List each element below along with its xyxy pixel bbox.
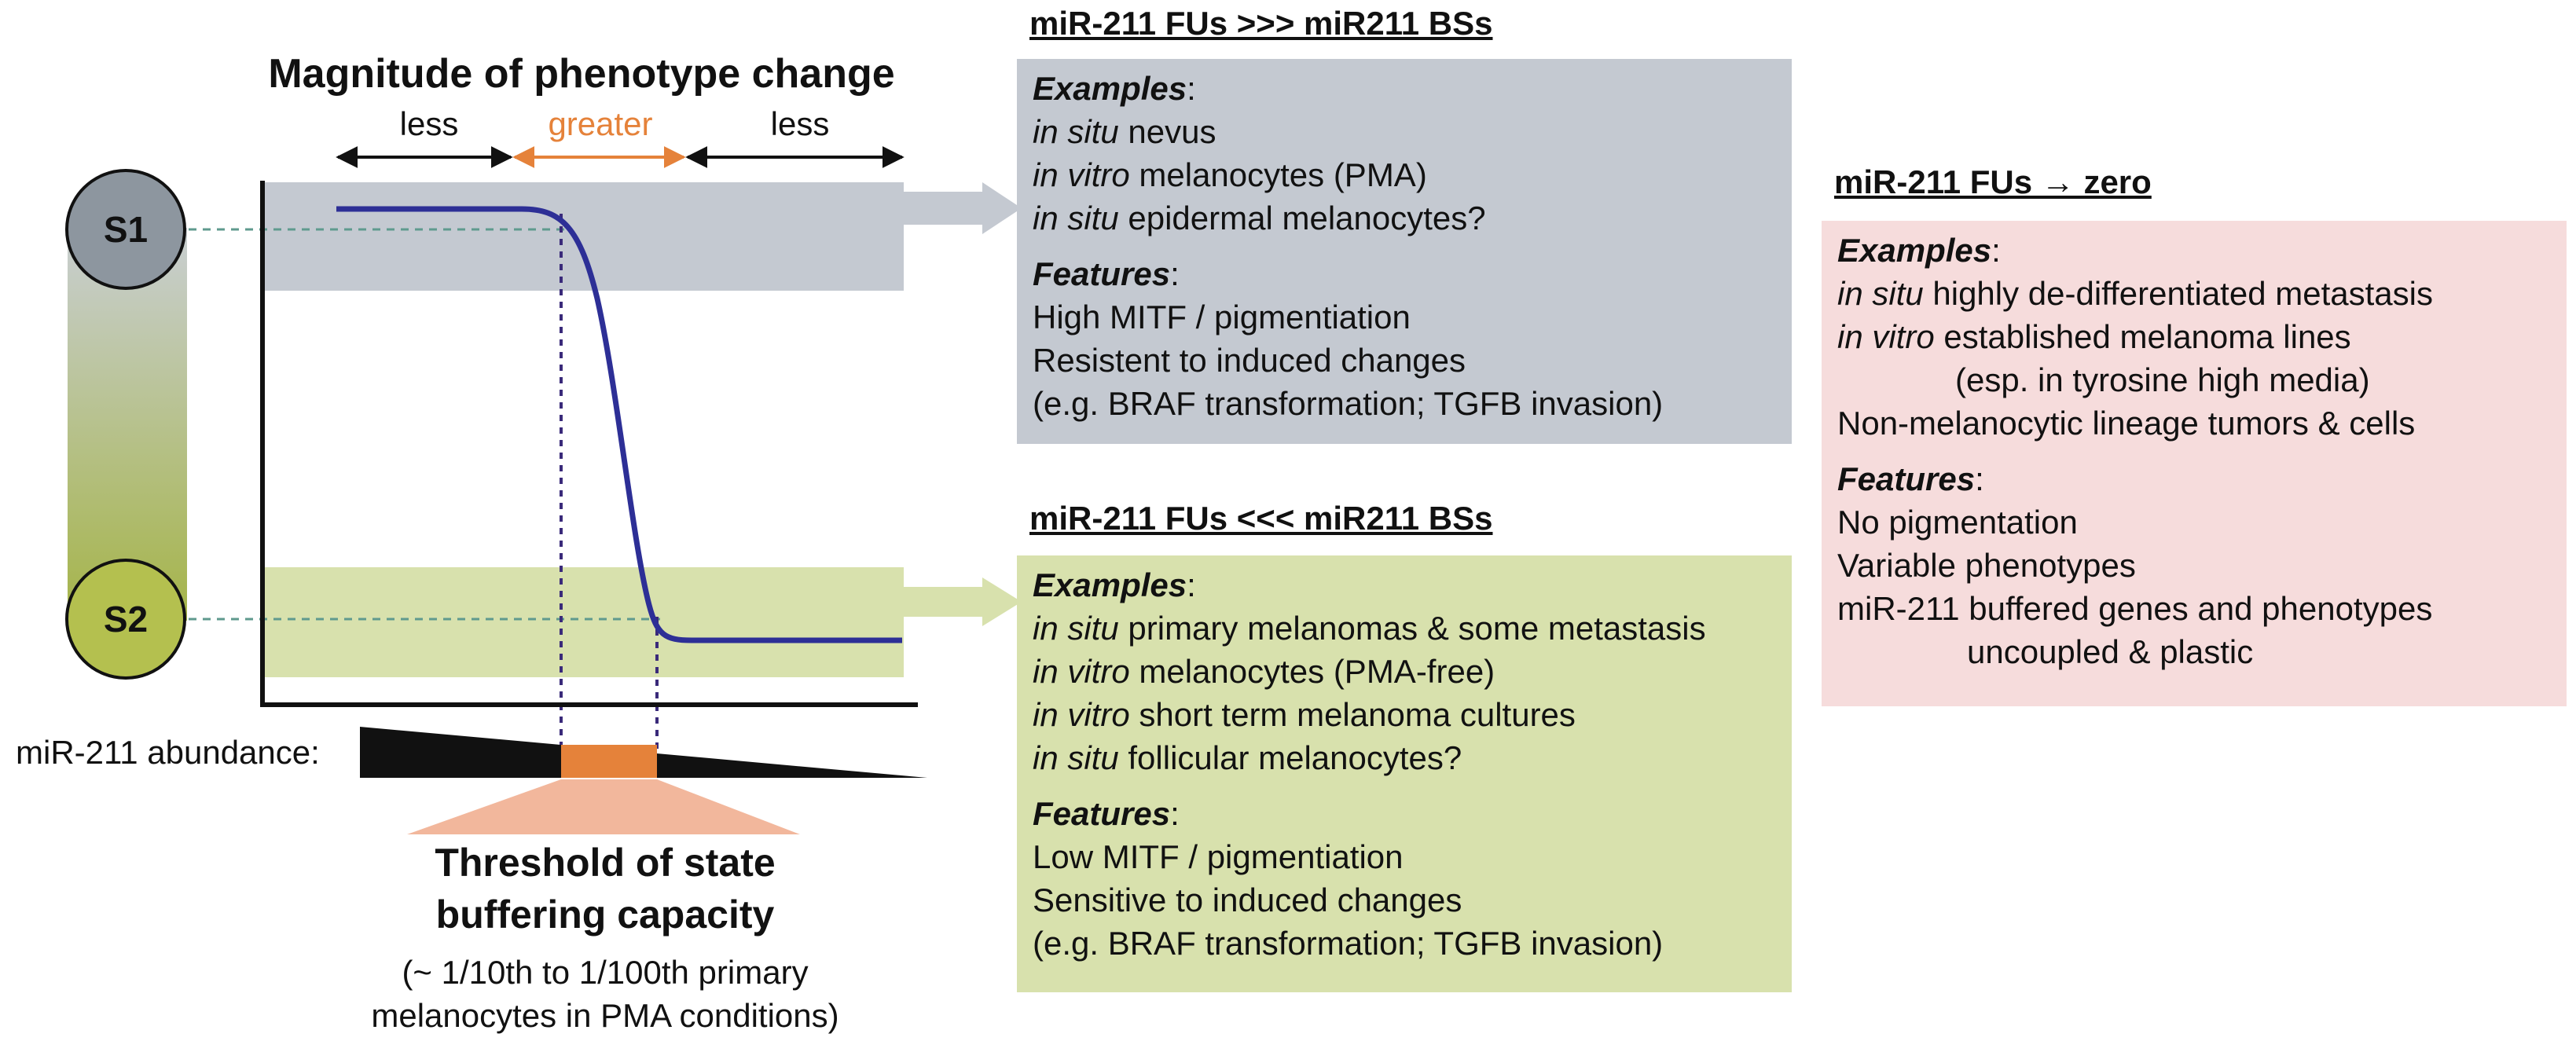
zero-box-header: miR-211 FUs → zero [1834, 163, 2152, 200]
high-box-header: miR-211 FUs >>> miR211 BSs [1029, 5, 1493, 42]
zero-feature-1: No pigmentation [1837, 504, 2078, 541]
example-item: in vitro melanocytes (PMA) [1033, 156, 1427, 193]
example-item: in vitro melanocytes (PMA-free) [1033, 653, 1495, 690]
threshold-segment [561, 745, 657, 778]
s1-label: S1 [104, 209, 148, 250]
s1-band [262, 182, 904, 291]
s2-label: S2 [104, 599, 148, 640]
zero-example-3: Non-melanocytic lineage tumors & cells [1837, 405, 2416, 442]
threshold-note-line-1: (~ 1/10th to 1/100th primary [402, 954, 809, 991]
example-item: in situ follicular melanocytes? [1033, 739, 1462, 776]
zero-feature-3-cont: uncoupled & plastic [1967, 633, 2254, 670]
feature-item: (e.g. BRAF transformation; TGFB invasion… [1033, 925, 1664, 962]
feature-item: High MITF / pigmentiation [1033, 299, 1411, 335]
span-label-middle: greater [548, 105, 653, 142]
zero-example-2-cont: (esp. in tyrosine high media) [1955, 361, 2370, 398]
zero-examples-label: Examples [1837, 232, 1992, 269]
feature-item: Low MITF / pigmentiation [1033, 838, 1404, 875]
response-curve [336, 206, 902, 643]
zero-example-2: in vitro established melanoma lines [1837, 318, 2351, 355]
zero-feature-2: Variable phenotypes [1837, 547, 2136, 584]
span-label-right: less [770, 105, 830, 142]
zero-features-label: Features [1837, 460, 1976, 497]
magnitude-title: Magnitude of phenotype change [268, 51, 895, 97]
threshold-title-line-2: buffering capacity [435, 893, 775, 937]
low-examples-list: in situ primary melanomas & some metasta… [1033, 607, 1776, 779]
s1-circle [65, 169, 186, 290]
feature-item: Resistent to induced changes [1033, 342, 1466, 379]
threshold-title-line-1: Threshold of state [435, 841, 776, 885]
threshold-fan [407, 779, 800, 834]
high-features-label: Features [1033, 255, 1171, 292]
feature-item: (e.g. BRAF transformation; TGFB invasion… [1033, 385, 1664, 422]
example-item: in situ epidermal melanocytes? [1033, 200, 1486, 236]
span-label-left: less [399, 105, 459, 142]
example-item: in situ nevus [1033, 113, 1216, 150]
zero-example-1: in situ highly de-differentiated metasta… [1837, 275, 2433, 312]
s2-band [262, 567, 904, 677]
arrow-to-high-box [904, 182, 1022, 234]
arrow-to-low-box [904, 577, 1022, 626]
example-item: in vitro short term melanoma cultures [1033, 696, 1576, 733]
zero-feature-3: miR-211 buffered genes and phenotypes [1837, 590, 2433, 627]
high-examples-label: Examples [1033, 70, 1187, 107]
low-examples-label: Examples [1033, 566, 1187, 603]
threshold-note-line-2: melanocytes in PMA conditions) [371, 997, 839, 1034]
high-examples-list: in situ nevus in vitro melanocytes (PMA) i… [1033, 110, 1776, 240]
zero-box: Examples: in situ highly de-differentiat… [1822, 221, 2567, 706]
example-item: in situ primary melanomas & some metasta… [1033, 610, 1706, 647]
low-box-header: miR-211 FUs <<< miR211 BSs [1029, 500, 1493, 537]
threshold-title: Threshold of state buffering capacity [338, 837, 872, 940]
low-box: Examples: in situ primary melanomas & so… [1017, 555, 1792, 992]
feature-item: Sensitive to induced changes [1033, 882, 1462, 918]
low-features-label: Features [1033, 795, 1171, 832]
threshold-note: (~ 1/10th to 1/100th primary melanocytes… [299, 951, 912, 1037]
s2-circle [65, 559, 186, 680]
abundance-label: miR-211 abundance: [16, 734, 320, 771]
state-transition-bar [68, 228, 187, 621]
